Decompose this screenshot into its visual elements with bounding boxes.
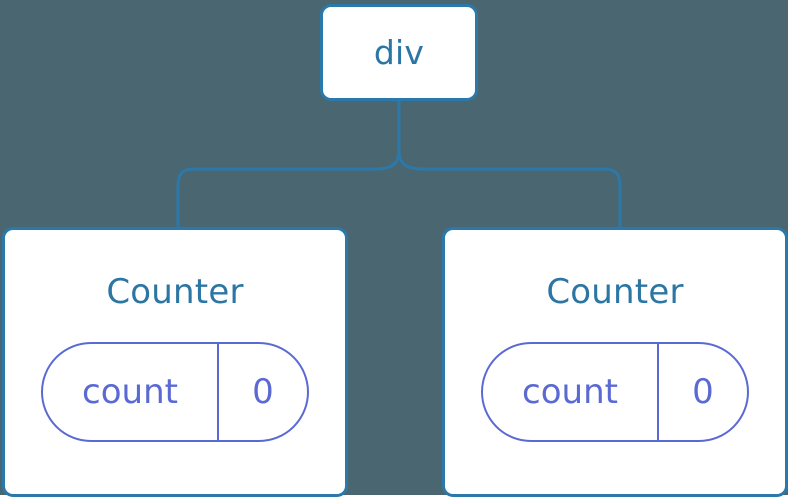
node-counter-right[interactable]: Counter count 0 (442, 227, 788, 497)
node-counter-left[interactable]: Counter count 0 (2, 227, 348, 497)
node-counter-right-label: Counter (546, 272, 684, 312)
state-value-left: 0 (252, 372, 274, 412)
connector-branch-left (176, 149, 401, 228)
state-key-right: count (483, 344, 659, 440)
node-div-label: div (373, 33, 425, 72)
node-div[interactable]: div (320, 4, 478, 101)
state-pill-left[interactable]: count 0 (41, 342, 309, 442)
node-counter-left-label: Counter (106, 272, 244, 312)
state-value-right: 0 (692, 372, 714, 412)
connector-branch-right (397, 149, 622, 228)
state-key-left: count (43, 344, 219, 440)
state-pill-right[interactable]: count 0 (481, 342, 749, 442)
